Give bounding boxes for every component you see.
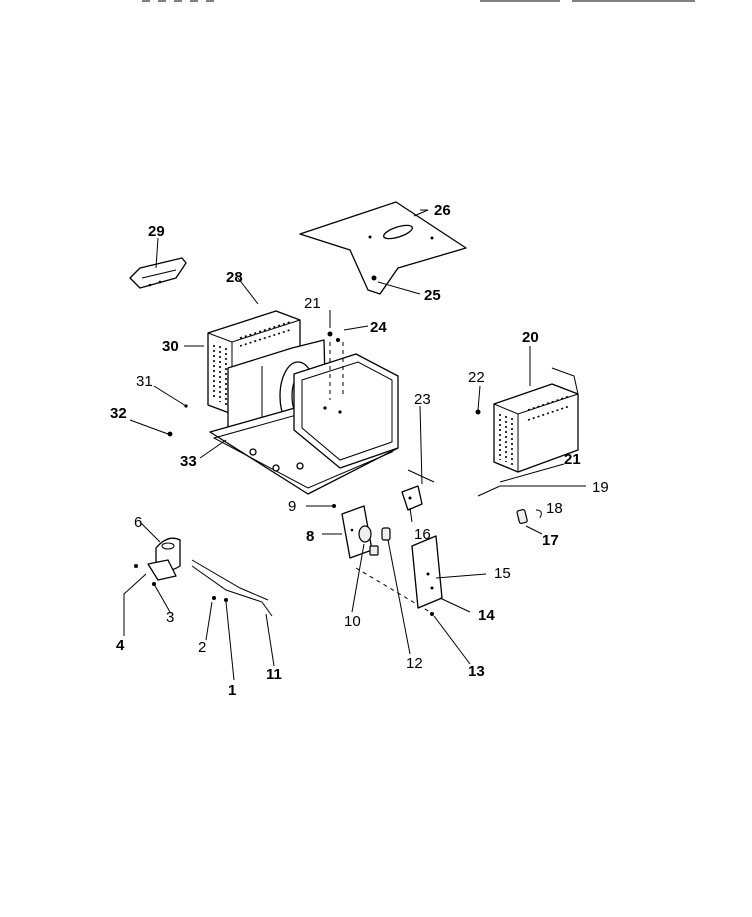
assembly-dashline [355,567,431,613]
callout-20: 20 [522,329,539,346]
screw-2 [212,596,216,600]
callout-32: 32 [110,405,127,422]
callout-6: 6 [134,514,142,531]
callout-29: 29 [148,223,165,240]
callout-25: 25 [424,287,441,304]
bracket-29[interactable] [129,257,187,289]
capacitor-strap[interactable] [147,559,177,581]
callout-15: 15 [494,565,511,582]
callout-23: 23 [414,391,431,408]
screw-13 [430,612,434,616]
callout-1: 1 [228,682,236,699]
screw-32 [167,431,173,437]
condenser-coil[interactable] [493,367,579,473]
callout-3: 3 [166,609,174,626]
screw-21-top [327,331,333,337]
screw-1 [224,598,228,602]
callout-33: 33 [180,453,197,470]
callout-30: 30 [162,338,179,355]
top-cover-plate[interactable] [299,201,467,295]
tube-19 [477,485,501,497]
leader-lines [123,209,586,681]
screw-24 [336,338,340,342]
callout-10: 10 [344,613,361,630]
callout-24: 24 [370,319,387,336]
callout-19: 19 [592,479,609,496]
chassis-frame[interactable] [293,342,399,469]
callout-21-top: 21 [304,295,321,312]
callout-13: 13 [468,663,485,680]
callout-9: 9 [288,498,296,515]
callout-8: 8 [306,528,314,545]
callout-21-right: 21 [564,451,581,468]
callout-22: 22 [468,369,485,386]
callout-labels: 26 25 29 28 21 24 30 31 32 33 20 22 23 2… [110,202,609,699]
control-panel[interactable] [411,535,443,609]
bracket-16[interactable] [401,485,423,511]
control-switch[interactable] [358,525,391,556]
callout-12: 12 [406,655,423,672]
callout-18: 18 [546,500,563,517]
screw-25 [371,275,377,281]
callout-14: 14 [478,607,495,624]
callout-11: 11 [266,666,282,683]
callout-17: 17 [542,532,559,549]
callout-4: 4 [116,637,125,654]
callout-28: 28 [226,269,243,286]
screw-22 [475,409,481,415]
callout-16: 16 [414,526,431,543]
callout-2: 2 [198,639,206,656]
wire-harness [191,559,273,617]
callout-26: 26 [434,202,451,219]
callout-31: 31 [136,373,153,390]
screw-4 [134,564,138,568]
clip-17[interactable] [516,509,528,524]
